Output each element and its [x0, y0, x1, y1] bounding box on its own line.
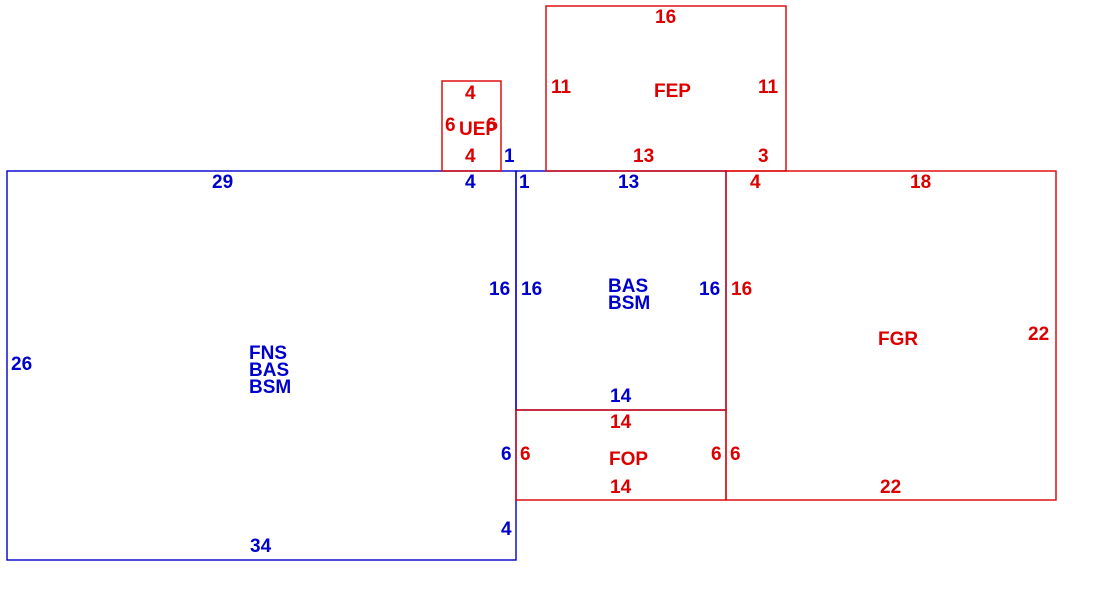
fep-dim-top: 16 [655, 7, 676, 28]
middle-dim-uep-right: 1 [504, 146, 515, 167]
uep-dim-bottom: 4 [465, 146, 476, 167]
fop-dim-left: 6 [520, 444, 531, 465]
middle-dim-bottom: 14 [610, 386, 632, 407]
fop-dim-bottom: 14 [610, 477, 632, 498]
main-dim-right-upper: 16 [489, 279, 510, 300]
fgr-dim-bottom: 22 [880, 477, 901, 498]
fgr-dim-left: 16 [731, 279, 752, 300]
uep-dim-right: 6 [486, 115, 497, 136]
middle-area-label-bsm: BSM [608, 293, 650, 314]
fop-dim-top: 14 [610, 412, 632, 433]
fep-dim-bottom-right: 3 [758, 146, 769, 167]
main-dim-left: 26 [11, 354, 32, 375]
fep-area-label: FEP [654, 81, 691, 102]
main-area-label-bsm: BSM [249, 377, 291, 398]
main-dim-bottom: 34 [250, 536, 272, 557]
middle-dim-left: 16 [521, 279, 542, 300]
fep-dim-left: 11 [551, 77, 572, 98]
fop-dim-right: 6 [711, 444, 722, 465]
uep-area-outline [441, 80, 502, 172]
uep-area: 6 6 UEP 4 4 [445, 83, 498, 167]
main-dim-top: 29 [212, 172, 233, 193]
middle-dim-right: 16 [699, 279, 720, 300]
fgr-dim-right: 22 [1028, 324, 1049, 345]
fep-dim-right: 11 [758, 77, 779, 98]
fgr-area-outline [725, 170, 1057, 501]
middle-dim-top-left: 1 [519, 172, 530, 193]
main-area-label-bas: BAS [249, 360, 289, 381]
main-dim-top-right: 4 [465, 172, 476, 193]
fep-area: FEP 16 11 11 13 3 [551, 7, 779, 167]
uep-dim-left: 6 [445, 115, 456, 136]
fgr-dim-top-left: 4 [750, 172, 761, 193]
middle-area: BAS BSM 1 13 16 16 14 1 [504, 146, 720, 407]
middle-dim-top: 13 [618, 172, 639, 193]
fgr-area: FGR 4 18 16 22 22 6 [730, 172, 1049, 498]
fep-dim-bottom: 13 [633, 146, 654, 167]
uep-area-label: UEP [459, 119, 498, 140]
uep-dim-top: 4 [465, 83, 476, 104]
middle-area-label-bas: BAS [608, 276, 648, 297]
main-area: FNS BAS BSM 29 4 26 34 16 6 4 [11, 172, 512, 557]
fop-area-label: FOP [609, 449, 648, 470]
main-dim-right-lower-a: 6 [501, 444, 512, 465]
fgr-dim-fop-side: 6 [730, 444, 741, 465]
main-area-label-fns: FNS [249, 343, 287, 364]
fep-area-outline [545, 5, 787, 172]
fgr-area-label: FGR [878, 329, 918, 350]
fop-area: FOP 14 14 6 6 [520, 412, 722, 498]
main-dim-right-lower-b: 4 [501, 519, 512, 540]
fgr-dim-top: 18 [910, 172, 931, 193]
